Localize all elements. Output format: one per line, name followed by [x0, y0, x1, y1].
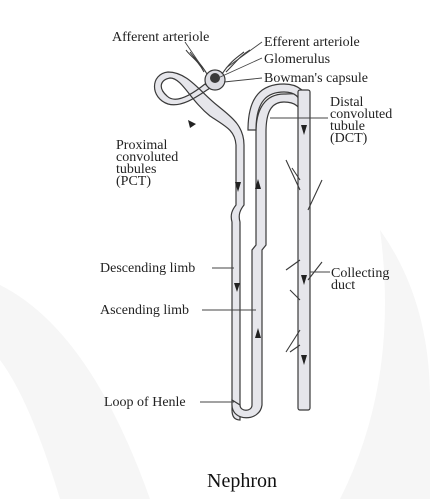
arrow-ascending-2: [255, 328, 261, 338]
arrow-collect-2: [301, 275, 307, 285]
label-pct: Proximal convoluted tubules (PCT): [116, 138, 179, 189]
collecting-duct: [297, 89, 311, 411]
arrow-descending: [235, 182, 241, 192]
label-loop-of-henle: Loop of Henle: [104, 395, 186, 410]
arrow-ascending-1: [255, 179, 261, 189]
label-dct: Distal convoluted tubule (DCT): [330, 95, 393, 146]
watermark-shape: [0, 230, 430, 499]
leader-glomerulus: [217, 57, 263, 79]
label-efferent-arteriole: Efferent arteriole: [264, 35, 360, 50]
label-glomerulus: Glomerulus: [264, 52, 331, 67]
label-collecting-duct: Collecting duct: [331, 266, 390, 293]
arrow-collect-1: [301, 125, 307, 135]
label-descending-limb: Descending limb: [100, 261, 196, 276]
proximal-tubule: [153, 71, 245, 421]
label-bowmans-capsule: Bowman's capsule: [264, 71, 369, 86]
arrow-descending-2: [234, 283, 240, 292]
duct-branches: [285, 159, 323, 353]
arrow-collect-3: [301, 355, 307, 365]
figure-caption: Nephron: [207, 470, 277, 492]
label-afferent-arteriole: Afferent arteriole: [112, 30, 210, 45]
label-ascending-limb: Ascending limb: [100, 303, 190, 318]
leader-bowman: [223, 77, 263, 83]
leader-efferent: [225, 41, 263, 69]
bowman-capsule: [185, 49, 251, 91]
leader-afferent: [184, 41, 201, 65]
arrow-pct: [188, 120, 196, 128]
flow-arrows: [188, 120, 307, 365]
